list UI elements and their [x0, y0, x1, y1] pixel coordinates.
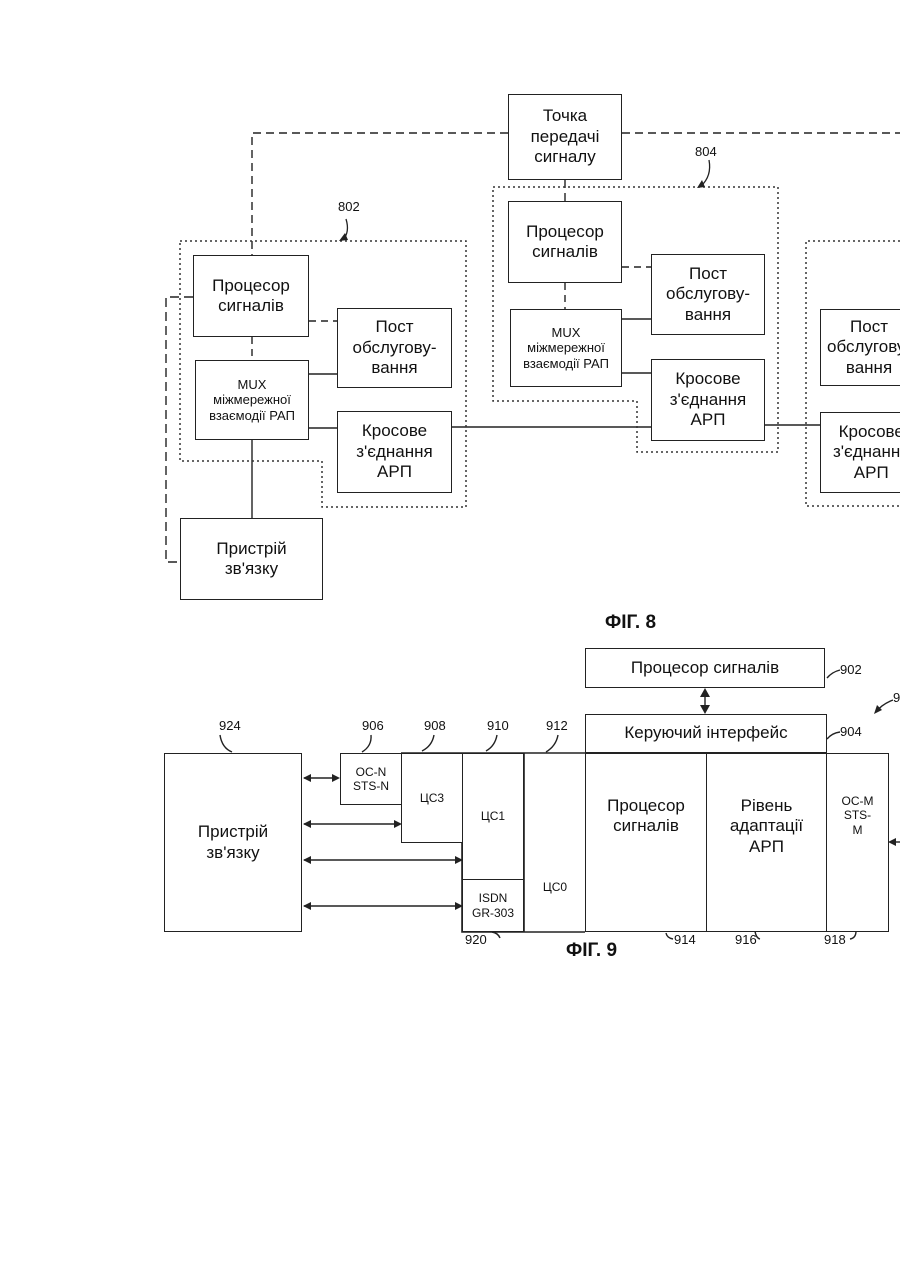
cs3-box: ЦС3 [401, 753, 463, 843]
right-cross-connect-label: Кросове з'єднання АРП [833, 422, 900, 483]
fig9-caption: ФІГ. 9 [566, 940, 617, 962]
ref-802: 802 [338, 199, 360, 214]
fig8-caption: ФІГ. 8 [605, 612, 656, 634]
center-interworking-mux-box: MUX міжмережної взаємодії РАП [510, 309, 622, 387]
ref-908: 908 [424, 718, 446, 733]
right-service-station-box: Пост обслугову- вання [820, 309, 900, 386]
oc-m-sts-m-box: OC-M STS- M [826, 753, 889, 932]
center-service-station-box: Пост обслугову- вання [651, 254, 765, 335]
center-cross-connect-box: Кросове з'єднання АРП [651, 359, 765, 441]
right-service-station-label: Пост обслугову- вання [827, 317, 900, 378]
top-signal-processor-box: Процесор сигналів [585, 648, 825, 688]
left-interworking-mux-box: MUX міжмережної взаємодії РАП [195, 360, 309, 440]
cs1-box: ЦС1 [462, 753, 524, 880]
left-service-station-box: Пост обслугову- вання [337, 308, 452, 388]
left-cross-connect-box: Кросове з'єднання АРП [337, 411, 452, 493]
isdn-gr303-box: ISDN GR-303 [462, 879, 524, 932]
right-cross-connect-box: Кросове з'єднання АРП [820, 412, 900, 493]
ref-804: 804 [695, 144, 717, 159]
ref-9-partial: 9 [893, 690, 900, 705]
ref-924: 924 [219, 718, 241, 733]
cs0-label: ЦС0 [525, 880, 585, 894]
ref-920: 920 [465, 932, 487, 947]
fig9-communication-device-box: Пристрій зв'язку [164, 753, 302, 932]
signal-processor-box: Процесор сигналів [585, 753, 707, 932]
ref-910: 910 [487, 718, 509, 733]
control-interface-box: Керуючий інтерфейс [585, 714, 827, 753]
center-signal-processor-box: Процесор сигналів [508, 201, 622, 283]
atm-adaptation-layer-box: Рівень адаптації АРП [706, 753, 827, 932]
ref-912: 912 [546, 718, 568, 733]
ref-916: 916 [735, 932, 757, 947]
ref-906: 906 [362, 718, 384, 733]
ref-914: 914 [674, 932, 696, 947]
oc-n-sts-n-box: OC-N STS-N [340, 753, 402, 805]
signal-transfer-point-box: Точка передачі сигналу [508, 94, 622, 180]
left-signal-processor-box: Процесор сигналів [193, 255, 309, 337]
ref-902: 902 [840, 662, 862, 677]
ref-904: 904 [840, 724, 862, 739]
ref-918: 918 [824, 932, 846, 947]
fig8-communication-device-box: Пристрій зв'язку [180, 518, 323, 600]
